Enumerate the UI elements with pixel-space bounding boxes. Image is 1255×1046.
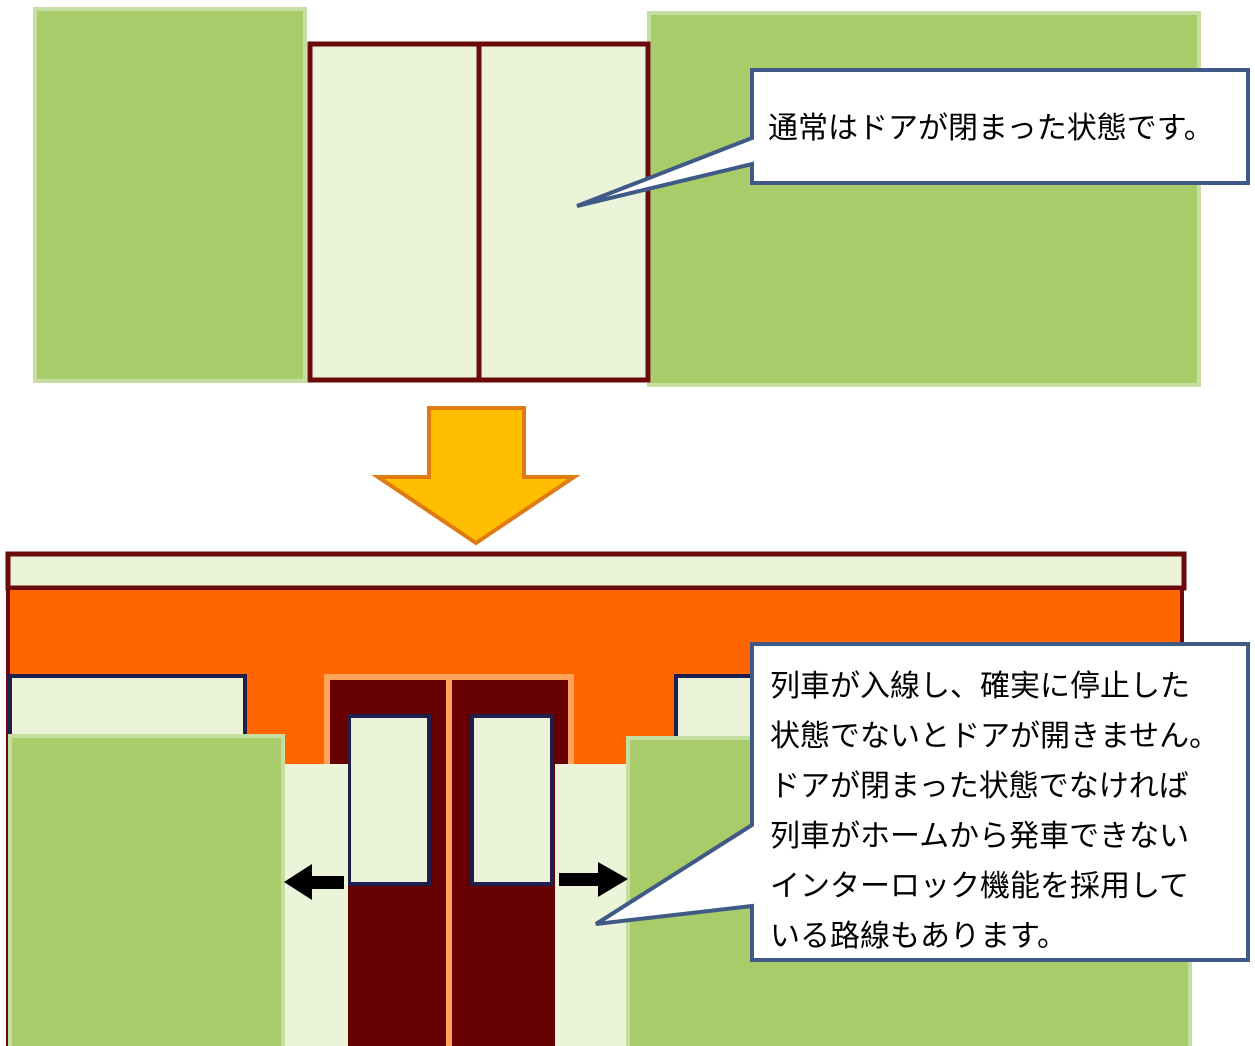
screen-door-right-panel — [476, 41, 651, 383]
callout-open-line-5: インターロック機能を採用して — [770, 869, 1189, 904]
train-roof — [5, 551, 1187, 591]
callout-open-state: 列車が入線し、確実に停止した 状態でないとドアが開きません。 ドアが閉まった状態… — [594, 642, 1250, 962]
callout-open-line-6: いる路線もあります。 — [770, 919, 1067, 954]
train-door-left-window — [347, 714, 431, 886]
callout-closed-line: 通常はドアが閉まった状態です。 — [768, 111, 1214, 146]
callout-bubble — [576, 68, 1250, 208]
train-door-right-window — [470, 714, 554, 886]
callout-open-line-4: 列車がホームから発車できない — [770, 819, 1189, 854]
screen-door-left-open — [282, 764, 348, 1046]
callout-open-line-1: 列車が入線し、確実に停止した — [770, 669, 1190, 704]
screen-door-right-open — [555, 764, 627, 1046]
left-arrow-icon — [284, 864, 344, 900]
callout-open-line-3: ドアが閉まった状態でなければ — [770, 769, 1189, 804]
svg-text:通常はドアが閉まった状態です。: 通常はドアが閉まった状態です。 — [768, 111, 1214, 146]
callout-open-line-2: 状態でないとドアが開きません。 — [770, 719, 1219, 754]
callout-bubble — [594, 642, 1250, 962]
right-arrow-icon — [559, 862, 628, 897]
down-arrow-icon — [371, 406, 581, 546]
callout-closed-state: 通常はドアが閉まった状態です。 — [576, 68, 1250, 208]
platform-wall-left — [33, 7, 307, 383]
svg-text:列車が入線し、確実に停止した 状態でないとドアが: 列車が入線し、確実に停止した 状態でないとドアが開きません。 ドアが閉まった状態… — [770, 669, 1229, 954]
platform-wall-left-bottom — [8, 734, 285, 1046]
screen-door-left-panel — [307, 41, 482, 383]
